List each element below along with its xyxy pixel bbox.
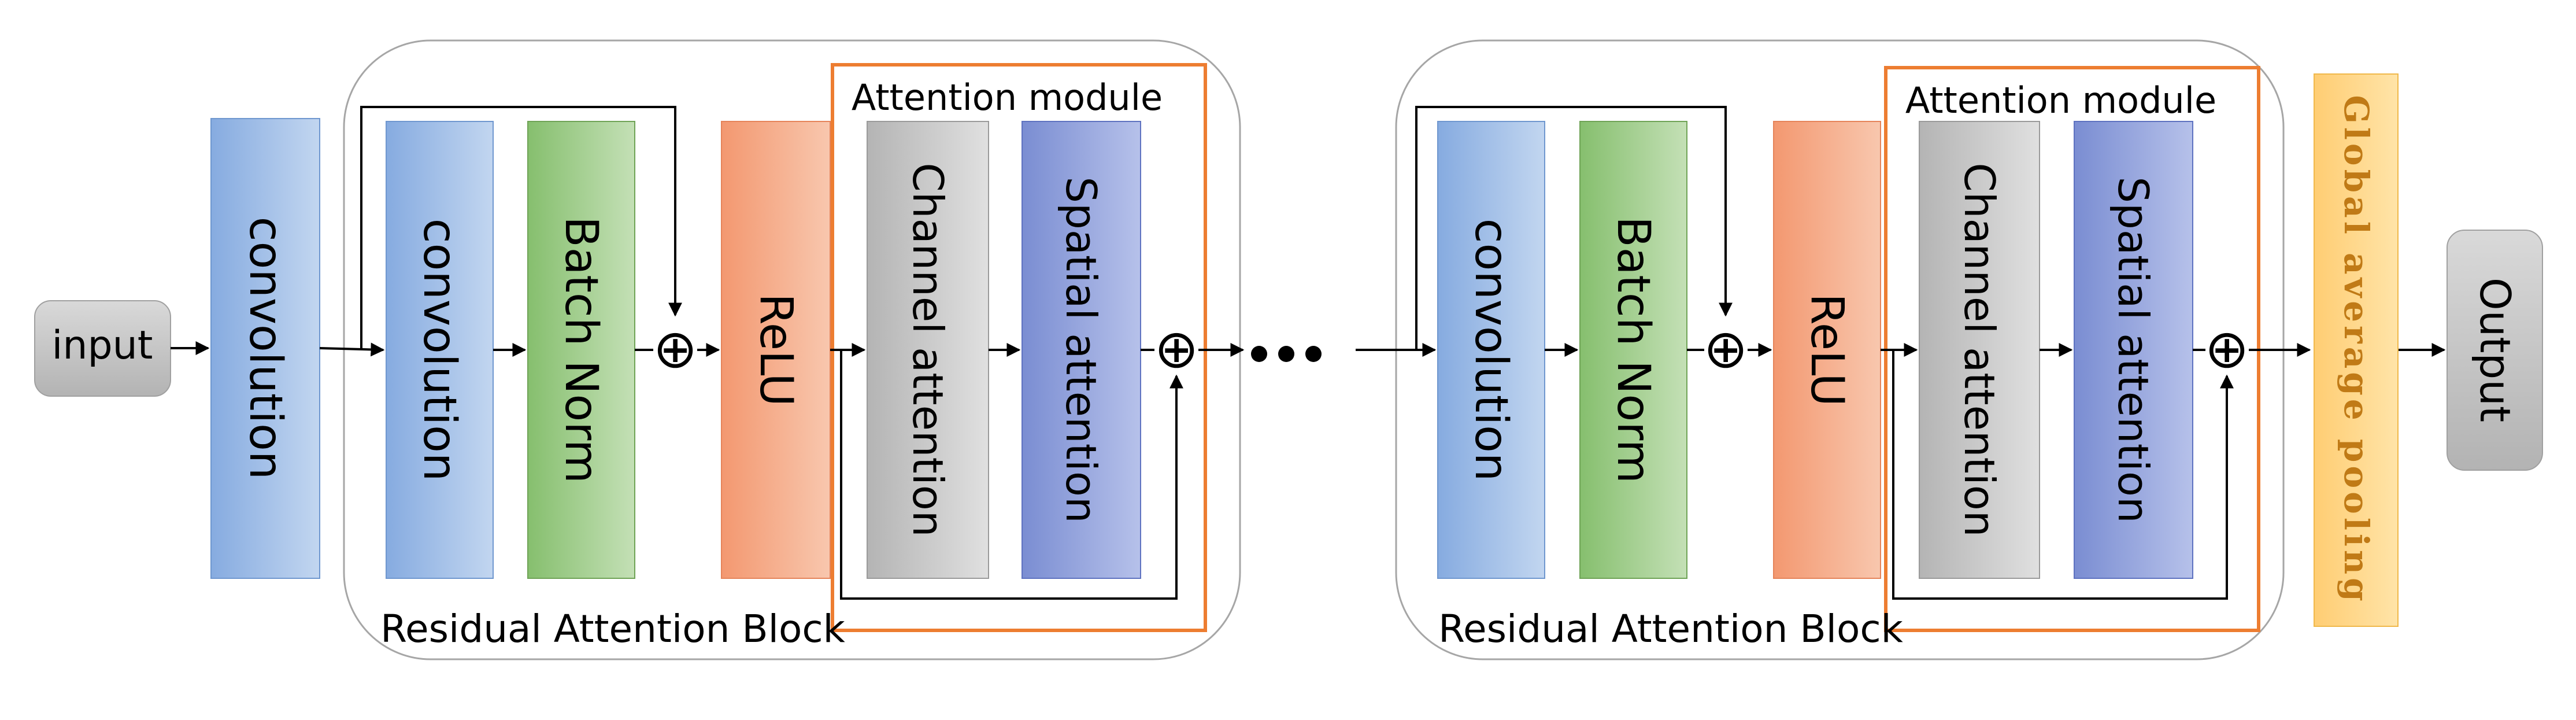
block1-batchnorm-box: [527, 121, 635, 579]
block1-batchnorm-label: Batch Norm: [555, 216, 607, 483]
block1-sum-2: ⊕: [1154, 318, 1198, 380]
block2-attention-module-title: Attention module: [1905, 79, 2216, 121]
block2-convolution-box: [1437, 121, 1545, 579]
block2-relu-box: [1773, 121, 1881, 579]
stem-convolution-label: convolution: [239, 217, 291, 479]
block1-convolution-box: [386, 121, 494, 579]
block2-connectors: [1415, 106, 2446, 600]
output-label: Output: [2471, 278, 2519, 422]
block2-spatial-attention-label: Spatial attention: [2109, 176, 2157, 523]
block2-sum-1: ⊕: [1703, 318, 1748, 380]
attention-module-1-outline: [831, 63, 1207, 632]
block1-convolution-label: convolution: [413, 219, 465, 481]
block2-batchnorm-label: Batch Norm: [1607, 216, 1659, 483]
block1-attention-module-title: Attention module: [852, 76, 1163, 119]
block1-channel-attention-label: Channel attention: [904, 163, 952, 537]
block2-relu-label: ReLU: [1801, 293, 1853, 406]
input-label: input: [52, 323, 153, 368]
global-average-pooling-label: Global average pooling: [2337, 95, 2376, 604]
block1-residual-block-title: Residual Attention Block: [380, 607, 846, 651]
stem-convolution-box: [210, 118, 320, 579]
block1-connectors: [171, 106, 1183, 600]
ellipsis-dots: [1251, 346, 1322, 362]
block2-channel-attention-label: Channel attention: [1955, 163, 2004, 537]
block2-convolution-label: convolution: [1465, 219, 1517, 481]
block2-batchnorm-box: [1579, 121, 1687, 579]
block2-sum-2: ⊕: [2204, 318, 2249, 380]
block1-spatial-attention-box: [1021, 121, 1141, 579]
block1-spatial-attention-label: Spatial attention: [1057, 176, 1105, 523]
block2-residual-block-title: Residual Attention Block: [1438, 607, 1904, 651]
block1-channel-attention-box: [867, 121, 989, 579]
block2-spatial-attention-box: [2074, 121, 2193, 579]
block1-relu-label: ReLU: [750, 293, 802, 406]
global-average-pooling-box: [2314, 73, 2399, 627]
block1-sum-1: ⊕: [653, 318, 697, 380]
block2-channel-attention-box: [1919, 121, 2040, 579]
block1-relu-box: [721, 121, 831, 579]
output-node: [2447, 230, 2543, 471]
